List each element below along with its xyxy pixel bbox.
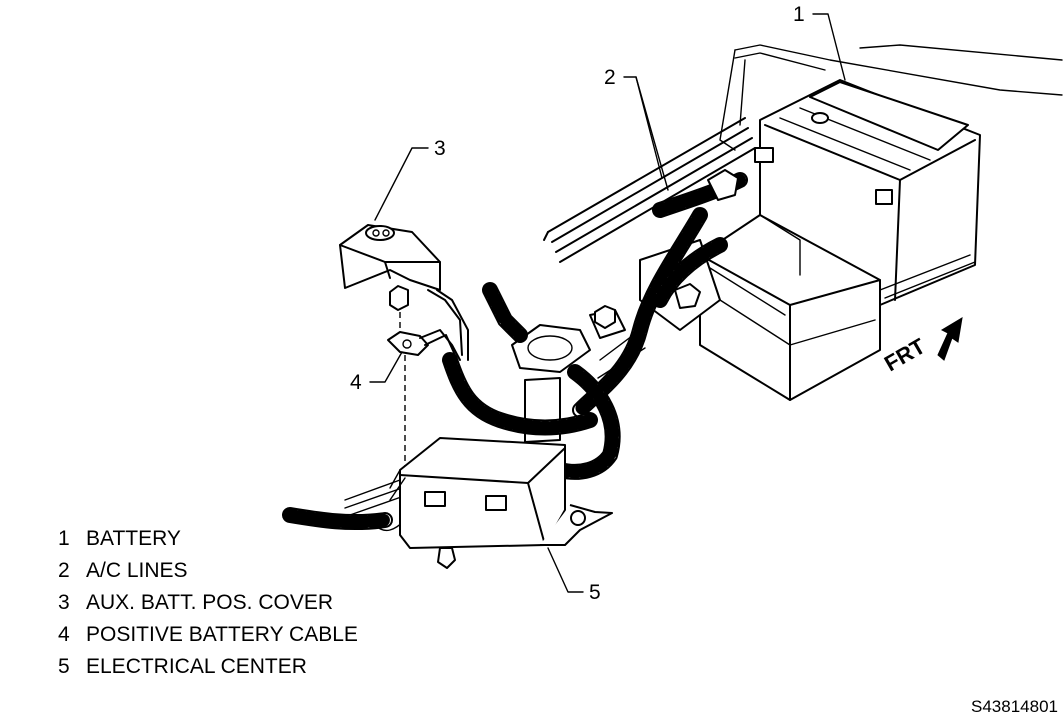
legend-number: 5 — [58, 655, 70, 678]
legend-label: POSITIVE BATTERY CABLE — [86, 623, 358, 646]
legend-item: 4 POSITIVE BATTERY CABLE — [58, 622, 358, 654]
legend-label: BATTERY — [86, 527, 181, 550]
parts-legend: 1 BATTERY 2 A/C LINES 3 AUX. BATT. POS. COV… — [58, 526, 358, 686]
figure-id: S43814801 — [971, 697, 1058, 716]
ac-lines — [543, 117, 756, 263]
front-arrow-icon — [937, 317, 963, 361]
legend-item: 1 BATTERY — [58, 526, 358, 558]
legend-number: 4 — [58, 623, 70, 646]
legend-number: 1 — [58, 527, 70, 550]
legend-item: 3 AUX. BATT. POS. COVER — [58, 590, 358, 622]
callout-1: 1 — [793, 3, 805, 26]
fasteners — [594, 169, 739, 329]
legend-label: A/C LINES — [86, 559, 188, 582]
legend-number: 3 — [58, 591, 70, 614]
assembly-guide-lines — [399, 312, 406, 470]
callout-2: 2 — [604, 66, 616, 89]
electrical-center — [389, 437, 613, 569]
front-direction-indicator: FRT — [880, 317, 963, 376]
legend-label: ELECTRICAL CENTER — [86, 655, 307, 678]
legend-item: 2 A/C LINES — [58, 558, 358, 590]
legend-number: 2 — [58, 559, 70, 582]
callout-5: 5 — [589, 581, 601, 604]
callout-3: 3 — [434, 137, 446, 160]
positive-battery-cable — [387, 289, 469, 361]
legend-item: 5 ELECTRICAL CENTER — [58, 654, 358, 686]
vehicle-body-outline — [719, 44, 1063, 151]
frt-label: FRT — [880, 333, 930, 376]
aux-batt-pos-cover — [339, 224, 441, 311]
callout-4: 4 — [350, 371, 362, 394]
legend-label: AUX. BATT. POS. COVER — [86, 591, 333, 614]
battery-tray — [699, 214, 881, 401]
wiring-harness — [282, 172, 748, 532]
callout-leaders — [369, 13, 846, 593]
